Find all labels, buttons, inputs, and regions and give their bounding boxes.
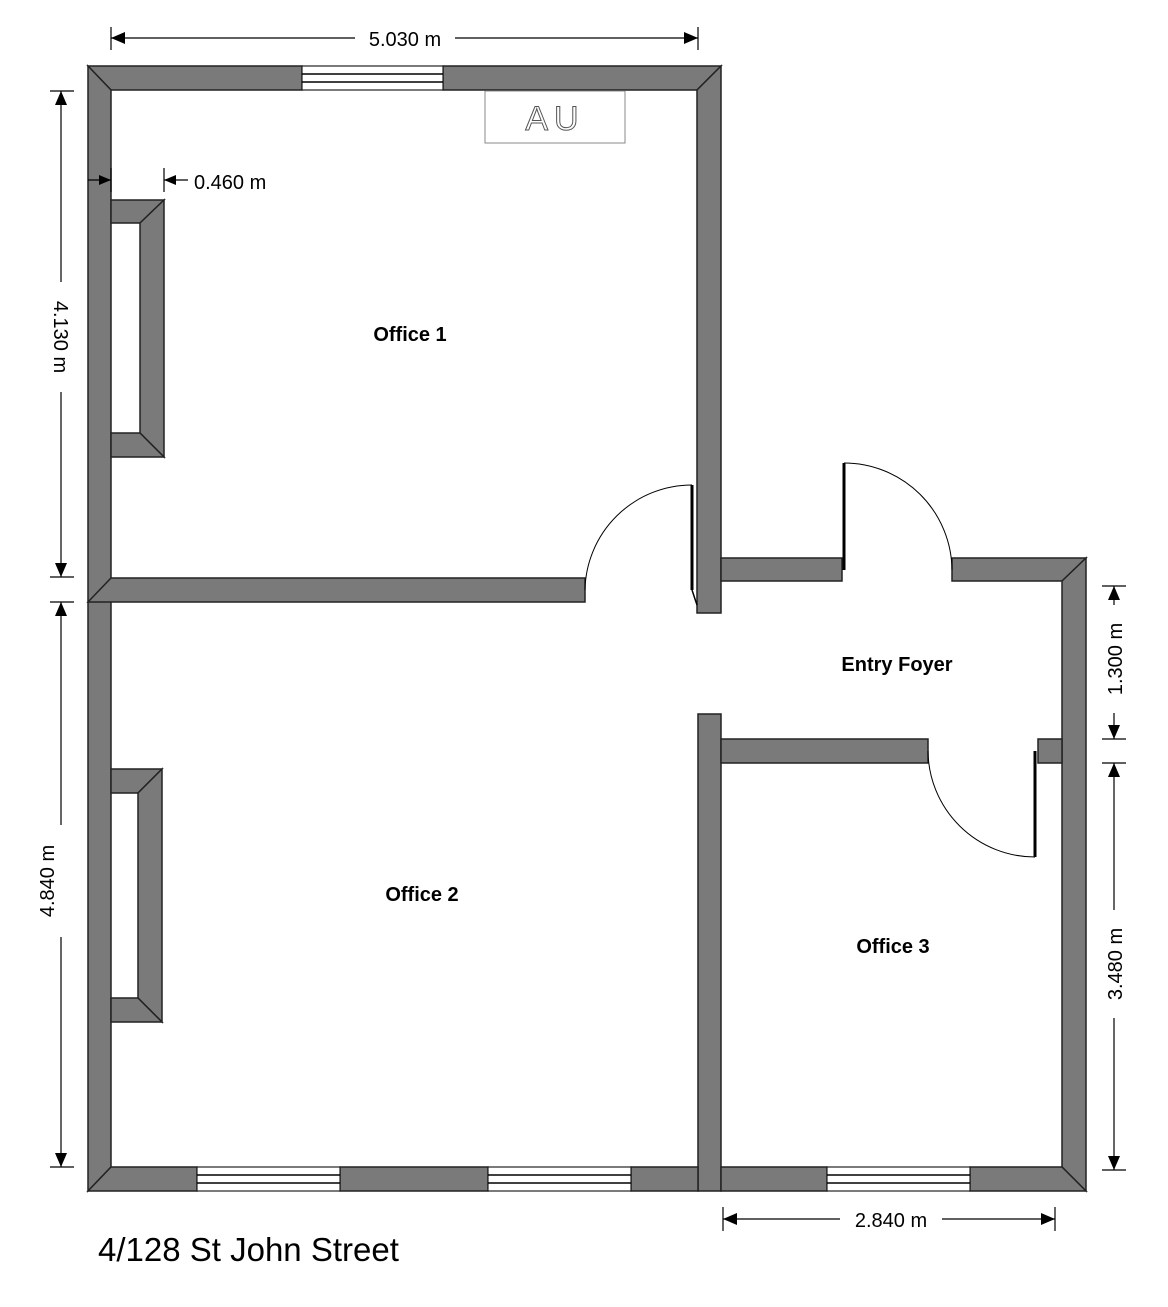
wall-bottom-2 [339, 1166, 489, 1192]
windows [196, 65, 971, 1192]
wall-office1-right [696, 64, 722, 614]
room-label-office2: Office 2 [385, 884, 458, 906]
dim-wall-depth-text: 0.460 m [194, 172, 266, 194]
wall-left [87, 64, 112, 1193]
room-label-office1: Office 1 [373, 324, 446, 346]
dimension-office2-height: 4.840 m [37, 601, 74, 1168]
wall-bottom-4 [720, 1166, 828, 1192]
room-label-office3: Office 3 [856, 936, 929, 958]
wall-top-left [86, 65, 303, 91]
dim-office3-height-text: 3.480 m [1105, 928, 1127, 1000]
dimension-office3-height: 3.480 m [1102, 762, 1127, 1171]
door-entry[interactable] [842, 462, 953, 571]
door-office1[interactable] [584, 484, 698, 606]
dimension-foyer-height: 1.300 m [1102, 585, 1127, 740]
fireplace-office1 [110, 198, 166, 459]
wall-office1-office2 [86, 577, 586, 603]
wall-right [1061, 556, 1087, 1193]
window-bottom-1 [196, 1166, 341, 1192]
dim-office2-height-text: 4.840 m [37, 845, 59, 917]
wall-top-right [442, 65, 723, 91]
dim-foyer-height-text: 1.300 m [1105, 623, 1127, 695]
wall-bottom-3 [630, 1166, 699, 1192]
ac-unit-label: AU [525, 100, 584, 138]
dimension-wall-depth: 0.460 m [88, 168, 266, 194]
dim-office3-width-text: 2.840 m [855, 1210, 927, 1232]
dimension-top-width: 5.030 m [110, 27, 699, 51]
door-office3[interactable] [927, 750, 1037, 858]
wall-office3-stub [1037, 738, 1063, 764]
window-bottom-2 [487, 1166, 632, 1192]
dimension-office3-width: 2.840 m [722, 1207, 1056, 1232]
wall-office2-office3 [697, 713, 722, 1192]
fireplace-office2 [110, 767, 164, 1024]
window-top [301, 65, 444, 91]
room-label-foyer: Entry Foyer [841, 654, 952, 676]
dim-office1-height-text: 4.130 m [49, 301, 71, 373]
dim-top-width-text: 5.030 m [369, 29, 441, 51]
ac-unit: AU [484, 90, 626, 144]
address-title: 4/128 St John Street [98, 1231, 399, 1268]
dimension-office1-height: 4.130 m [49, 90, 74, 578]
window-bottom-3 [826, 1166, 971, 1192]
wall-office3-top [720, 738, 929, 764]
wall-foyer-top-left [720, 557, 843, 582]
walls [86, 64, 1088, 1193]
